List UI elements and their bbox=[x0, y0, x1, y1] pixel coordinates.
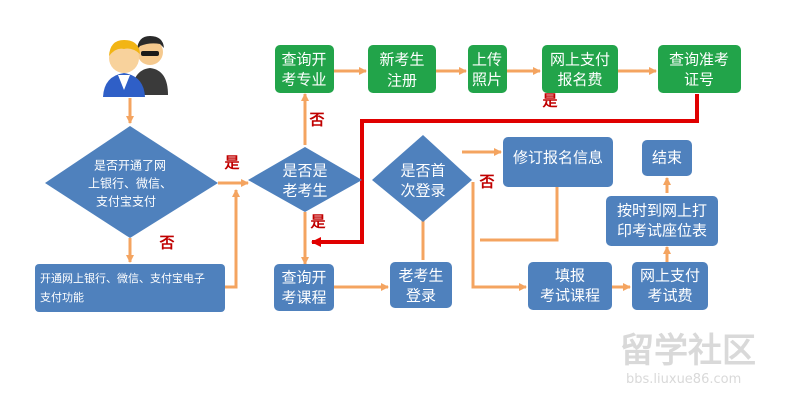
box-pay-exam: 网上支付 考试费 bbox=[632, 262, 708, 310]
users-icon bbox=[103, 36, 168, 97]
svg-text:登录: 登录 bbox=[406, 287, 436, 305]
svg-text:结束: 结束 bbox=[652, 149, 682, 167]
box-query-major: 查询开 考专业 bbox=[275, 45, 334, 93]
box-revise-info: 修订报名信息 bbox=[503, 137, 613, 187]
svg-text:按时到网上打: 按时到网上打 bbox=[617, 202, 707, 220]
svg-text:照片: 照片 bbox=[472, 71, 502, 89]
svg-text:查询开: 查询开 bbox=[281, 51, 326, 69]
decision-old-student: 是否是 老考生 bbox=[248, 147, 362, 212]
box-pay-registration: 网上支付 报名费 bbox=[542, 45, 618, 93]
watermark-sub: bbs.liuxue86.com bbox=[626, 372, 741, 387]
label-yes-old-student: 是 bbox=[309, 213, 326, 231]
box-query-ticket: 查询准考 证号 bbox=[658, 45, 741, 93]
svg-text:网上支付: 网上支付 bbox=[550, 51, 610, 69]
svg-text:修订报名信息: 修订报名信息 bbox=[513, 149, 603, 167]
svg-text:注册: 注册 bbox=[387, 72, 417, 90]
svg-text:老考生: 老考生 bbox=[398, 267, 443, 285]
box-new-register: 新考生 注册 bbox=[368, 45, 436, 93]
svg-text:证号: 证号 bbox=[684, 71, 714, 89]
svg-text:报名费: 报名费 bbox=[557, 71, 602, 89]
svg-text:老考生: 老考生 bbox=[282, 182, 327, 200]
box-end: 结束 bbox=[642, 140, 692, 176]
watermark-main: 留学社区 bbox=[620, 331, 756, 371]
label-yes-ticket: 是 bbox=[541, 92, 558, 110]
svg-text:查询准考: 查询准考 bbox=[669, 51, 729, 69]
label-no-first-login: 否 bbox=[478, 173, 494, 191]
svg-text:开通网上银行、微信、支付宝电子: 开通网上银行、微信、支付宝电子 bbox=[40, 271, 205, 285]
box-fill-course: 填报 考试课程 bbox=[528, 262, 612, 310]
svg-text:新考生: 新考生 bbox=[379, 51, 424, 69]
svg-text:是否是: 是否是 bbox=[282, 162, 327, 180]
label-no-open-bank: 否 bbox=[158, 234, 174, 252]
box-old-login: 老考生 登录 bbox=[390, 262, 452, 308]
svg-text:考专业: 考专业 bbox=[281, 71, 326, 89]
box-print-seat: 按时到网上打 印考试座位表 bbox=[606, 196, 718, 246]
svg-text:网上支付: 网上支付 bbox=[640, 267, 700, 285]
svg-text:考试课程: 考试课程 bbox=[540, 287, 600, 305]
watermark: 留学社区 bbs.liuxue86.com bbox=[620, 331, 756, 387]
svg-text:上银行、微信、: 上银行、微信、 bbox=[88, 177, 172, 191]
box-query-course: 查询开 考课程 bbox=[274, 264, 334, 311]
label-no-old-student: 否 bbox=[308, 111, 324, 129]
svg-text:上传: 上传 bbox=[472, 51, 502, 69]
svg-text:支付功能: 支付功能 bbox=[40, 290, 84, 304]
decision-first-login: 是否首 次登录 bbox=[372, 135, 472, 222]
svg-text:是否首: 是否首 bbox=[400, 162, 445, 180]
label-yes-open-bank: 是 bbox=[223, 154, 240, 172]
svg-text:支付宝支付: 支付宝支付 bbox=[96, 195, 156, 209]
decision-open-bank: 是否开通了网 上银行、微信、 支付宝支付 bbox=[45, 126, 218, 238]
red-yes-path bbox=[311, 94, 699, 247]
svg-text:次登录: 次登录 bbox=[400, 182, 445, 200]
svg-text:填报: 填报 bbox=[555, 267, 585, 285]
connectors bbox=[126, 67, 671, 291]
box-upload-photo: 上传 照片 bbox=[468, 45, 507, 93]
box-open-function: 开通网上银行、微信、支付宝电子 支付功能 bbox=[35, 264, 225, 312]
svg-text:考试费: 考试费 bbox=[647, 287, 692, 305]
svg-text:印考试座位表: 印考试座位表 bbox=[617, 222, 707, 240]
svg-text:考课程: 考课程 bbox=[281, 289, 326, 307]
svg-text:查询开: 查询开 bbox=[281, 269, 326, 287]
svg-text:是否开通了网: 是否开通了网 bbox=[94, 159, 166, 173]
